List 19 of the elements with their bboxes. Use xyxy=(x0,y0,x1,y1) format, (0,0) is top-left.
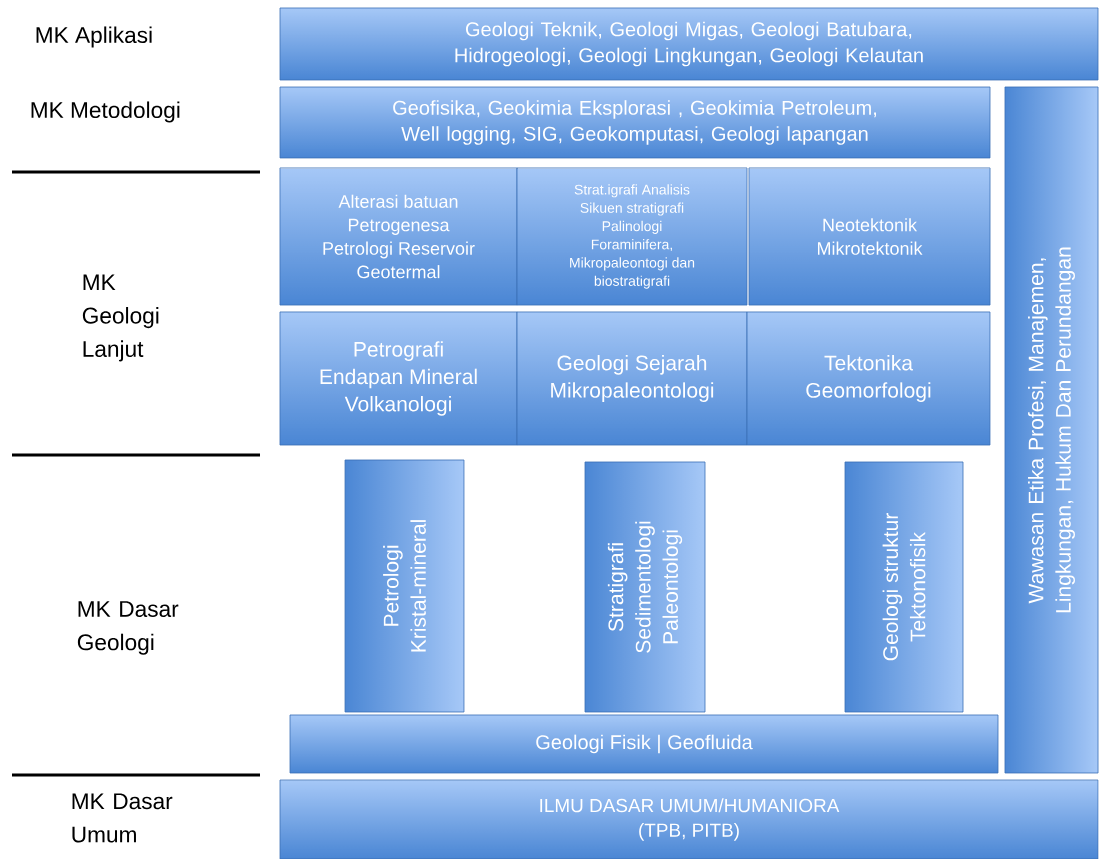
course-box: Tektonika Geomorfologi xyxy=(746,311,991,446)
course-box: ILMU DASAR UMUM/HUMANIORA (TPB, PITB) xyxy=(279,779,1099,859)
course-box: Geofisika, Geokimia Eksplorasi , Geokimia Petroleum, Well logging, SIG, Geokomputasi, Geologi lapangan xyxy=(279,86,991,159)
course-box: Geologi Sejarah Mikropaleontologi xyxy=(516,311,748,446)
level-label: MK Geologi Lanjut xyxy=(82,274,159,362)
course-box: Geologi Teknik, Geologi Migas, Geologi Batubara, Hidrogeologi, Geologi Lingkungan, Geologi Kelautan xyxy=(279,7,1099,81)
course-box: Strat.igrafi Analisis Sikuen stratigrafi Palinologi Foraminifera, Mikropaleontogi dan biostratigrafi xyxy=(516,167,748,306)
course-box: Stratigrafi Sedimentologi Paleontologi xyxy=(584,461,706,713)
course-box: Alterasi batuan Petrogenesa Petrologi Reservoir Geotermal xyxy=(279,167,518,306)
course-box: Petrografi Endapan Mineral Volkanologi xyxy=(279,311,518,446)
level-label: MK Dasar Umum xyxy=(72,793,173,843)
course-box: Wawasan Etika Profesi, Manajemen, Lingkungan, Hukum Dan Perundangan xyxy=(1004,86,1099,774)
level-label: MK Metodologi xyxy=(31,101,180,123)
course-box: Geologi struktur Tektonofisik xyxy=(844,461,964,713)
level-label: MK Dasar Geologi xyxy=(77,601,179,655)
course-box: Petrologi Kristal-mineral xyxy=(344,459,465,713)
level-label: MK Aplikasi xyxy=(36,26,152,48)
course-box: Neotektonik Mikrotektonik xyxy=(748,167,991,306)
course-box: Geologi Fisik | Geofluida xyxy=(289,714,999,774)
